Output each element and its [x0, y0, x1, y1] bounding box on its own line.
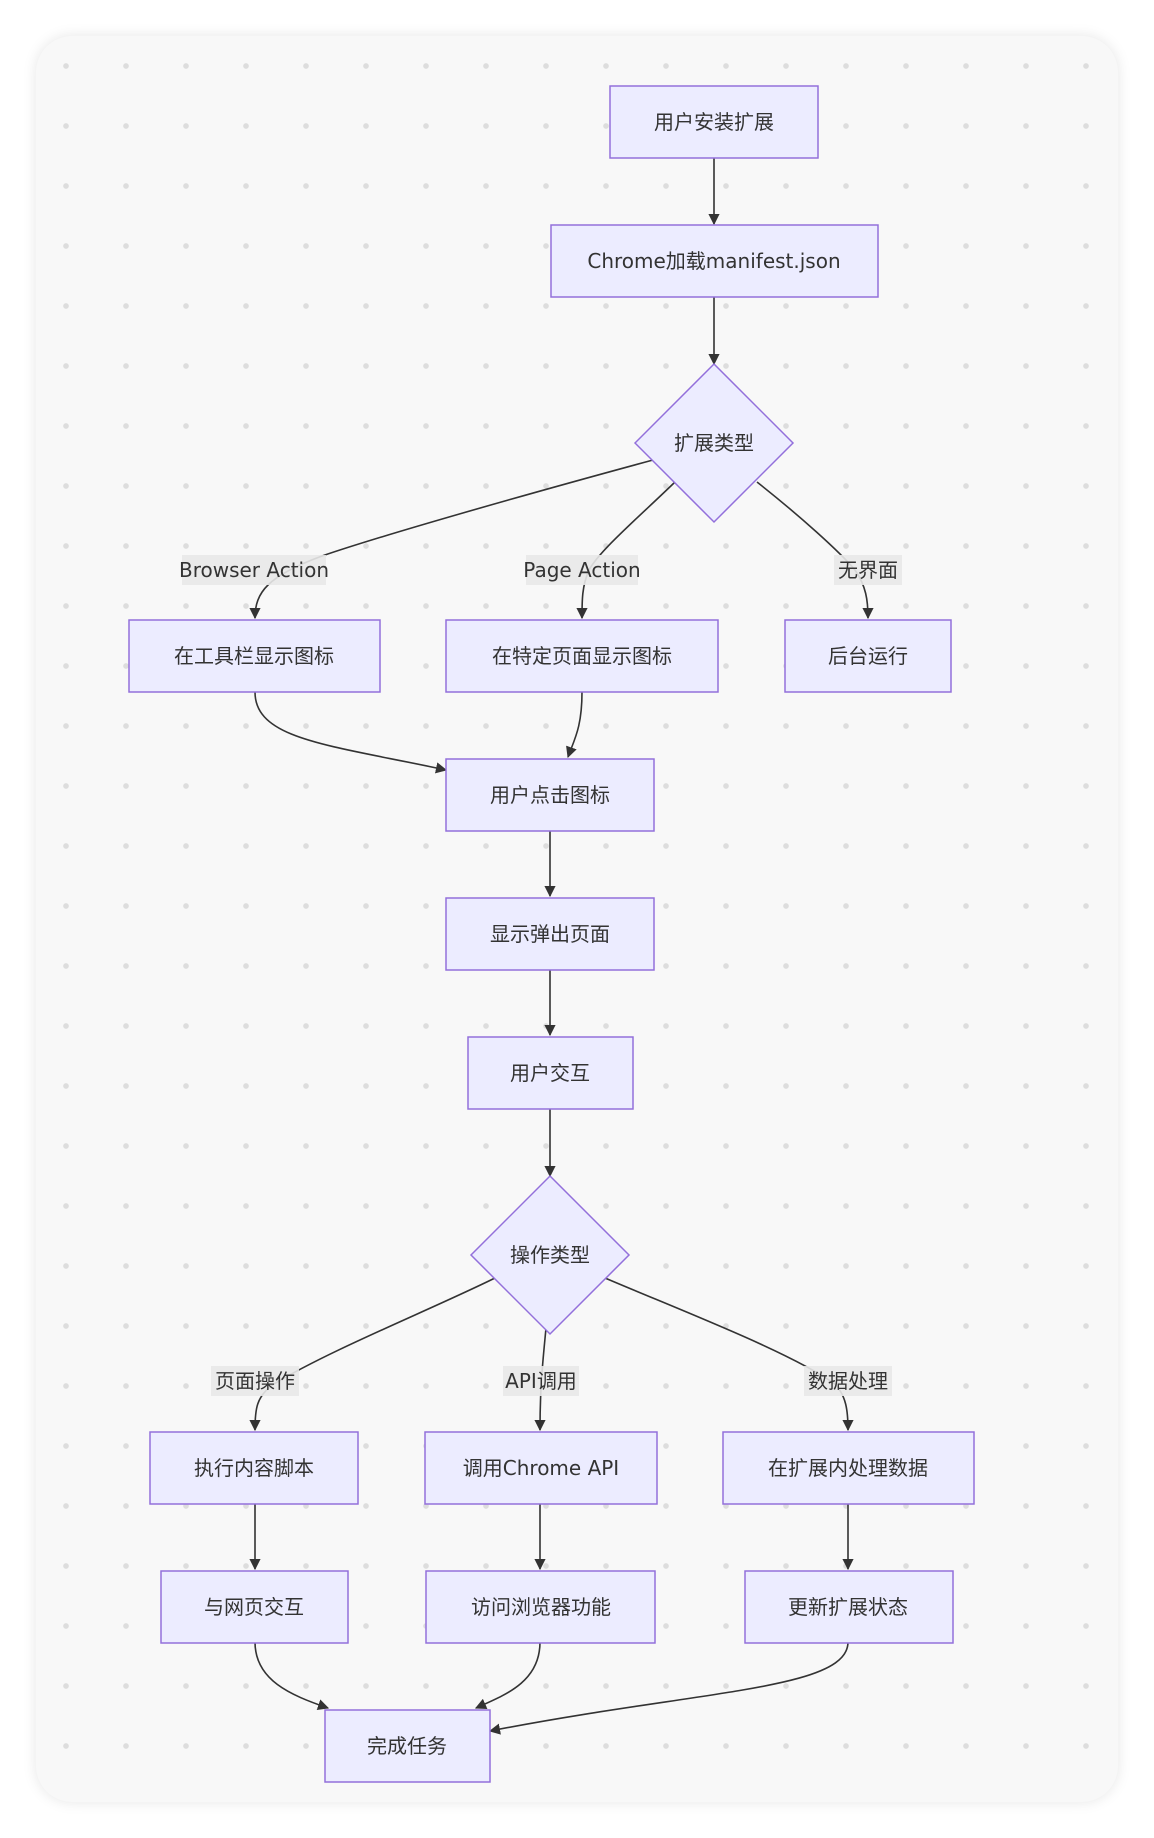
svg-text:扩展类型: 扩展类型: [674, 431, 754, 455]
edge-op-type-to-content-script: [249, 1277, 496, 1432]
edge-labels-layer: Browser Action Page Action 无界面 页面操作 API调…: [179, 555, 902, 1396]
edge-page-icon-to-click: [566, 691, 583, 759]
svg-text:API调用: API调用: [505, 1369, 577, 1393]
node-toolbar-icon: 在工具栏显示图标: [128, 619, 381, 693]
edge-op-type-to-process-data: [604, 1277, 854, 1432]
svg-text:Chrome加载manifest.json: Chrome加载manifest.json: [587, 249, 840, 273]
svg-text:操作类型: 操作类型: [510, 1243, 590, 1267]
edge-label-page-operation: 页面操作: [211, 1366, 299, 1396]
edge-browser-feature-to-done: [474, 1641, 541, 1709]
svg-text:用户点击图标: 用户点击图标: [490, 783, 610, 807]
svg-text:Browser Action: Browser Action: [179, 558, 329, 582]
node-operation-type-decision: 操作类型: [469, 1174, 631, 1336]
node-install-extension: 用户安装扩展: [609, 85, 819, 159]
node-chrome-load-manifest: Chrome加载manifest.json: [550, 224, 879, 298]
svg-text:数据处理: 数据处理: [808, 1369, 888, 1393]
node-update-extension-state: 更新扩展状态: [744, 1570, 954, 1644]
node-user-click-icon: 用户点击图标: [445, 758, 655, 832]
edge-ext-type-to-toolbar: [249, 459, 654, 620]
svg-text:访问浏览器功能: 访问浏览器功能: [471, 1595, 611, 1619]
svg-text:显示弹出页面: 显示弹出页面: [490, 922, 610, 946]
edge-label-browser-action: Browser Action: [179, 555, 329, 585]
node-call-chrome-api: 调用Chrome API: [424, 1431, 658, 1505]
svg-text:无界面: 无界面: [838, 558, 898, 582]
node-show-popup: 显示弹出页面: [445, 897, 655, 971]
svg-text:与网页交互: 与网页交互: [204, 1595, 304, 1619]
svg-text:后台运行: 后台运行: [828, 644, 908, 668]
node-task-complete: 完成任务: [324, 1709, 491, 1783]
edge-label-data-processing: 数据处理: [804, 1366, 892, 1396]
node-access-browser-features: 访问浏览器功能: [425, 1570, 656, 1644]
node-interact-with-web: 与网页交互: [160, 1570, 349, 1644]
node-background-run: 后台运行: [784, 619, 952, 693]
nodes-layer: 用户安装扩展 Chrome加载manifest.json 扩展类型 在工具栏显示…: [128, 85, 975, 1783]
svg-text:在扩展内处理数据: 在扩展内处理数据: [768, 1456, 928, 1480]
svg-text:用户交互: 用户交互: [510, 1061, 590, 1085]
svg-text:在特定页面显示图标: 在特定页面显示图标: [492, 644, 672, 668]
edge-label-no-ui: 无界面: [834, 555, 902, 585]
svg-text:用户安装扩展: 用户安装扩展: [654, 110, 774, 134]
edge-ext-type-to-background: [756, 481, 874, 620]
svg-text:更新扩展状态: 更新扩展状态: [788, 1595, 908, 1619]
svg-text:完成任务: 完成任务: [367, 1734, 447, 1758]
svg-text:Page Action: Page Action: [523, 558, 640, 582]
edge-update-state-to-done: [488, 1641, 849, 1735]
node-page-specific-icon: 在特定页面显示图标: [445, 619, 719, 693]
edge-toolbar-to-click: [254, 691, 448, 774]
svg-text:在工具栏显示图标: 在工具栏显示图标: [174, 644, 334, 668]
svg-text:调用Chrome API: 调用Chrome API: [463, 1456, 619, 1480]
node-run-content-script: 执行内容脚本: [149, 1431, 359, 1505]
edge-ext-type-to-page-icon: [576, 481, 676, 620]
edge-label-api-call: API调用: [503, 1366, 579, 1396]
edge-label-page-action: Page Action: [523, 555, 641, 585]
node-user-interaction: 用户交互: [467, 1036, 634, 1110]
svg-text:执行内容脚本: 执行内容脚本: [194, 1456, 314, 1480]
node-process-data-in-extension: 在扩展内处理数据: [722, 1431, 975, 1505]
edge-web-interact-to-done: [254, 1641, 330, 1711]
node-extension-type-decision: 扩展类型: [633, 362, 795, 524]
svg-text:页面操作: 页面操作: [215, 1369, 295, 1393]
